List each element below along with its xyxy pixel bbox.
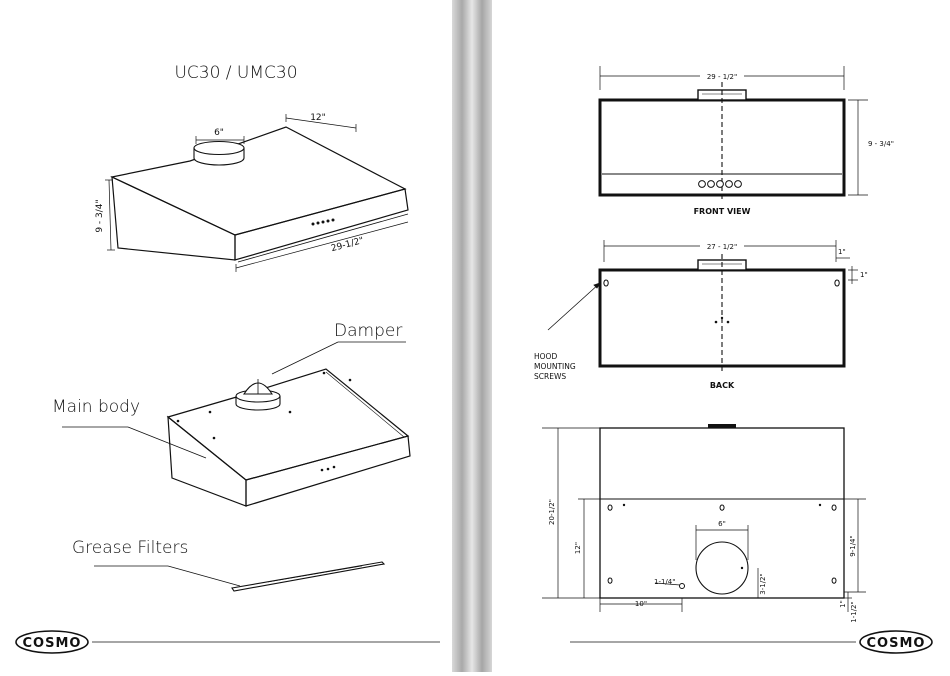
back-offset-top-dim: 1" [838,248,846,256]
hood-top-face [112,127,405,235]
bottom-inner-height-dim: 12" [574,542,582,554]
left-logo-text: COSMO [23,636,82,651]
iso-control-buttons [312,219,335,226]
screws-leader [548,283,600,330]
bottom-view-drawing [600,428,844,598]
front-width-dim: 29 - 1/2" [707,73,737,81]
hood-side-face [112,177,235,260]
book-spine [452,0,492,672]
iso-duct-collar [194,142,244,166]
hood-front-face [235,189,408,260]
model-title: UC30 / UMC30 [174,63,297,83]
iso-height-dim: 9 - 3/4" [95,199,105,232]
screws-note-line-3: SCREWS [534,372,566,381]
exploded-main-body [168,369,410,506]
back-view-drawing [600,254,844,374]
right-logo-text: COSMO [867,636,926,651]
front-height-dim: 9 - 3/4" [868,140,894,148]
front-view-dims [600,66,868,195]
bottom-duct-dim: 6" [718,520,726,528]
iso-duct-dim: 6" [214,128,224,138]
front-view-label: FRONT VIEW [694,207,751,216]
grease-filter-panel [232,562,384,591]
left-logo: COSMO [16,631,88,653]
screws-note-line-2: MOUNTING [534,362,576,371]
iso-depth-dim: 12" [310,113,326,123]
front-view-knobs [699,181,742,188]
callout-grease-filters: Grease Filters [72,538,188,558]
bottom-upper-height-dim: 9-1/4" [849,535,857,556]
back-width-dim: 27 - 1/2" [707,243,737,251]
screws-note-line-1: HOOD [534,352,557,361]
exploded-damper [236,379,280,410]
iso-width-dim: 29-1/2" [330,236,365,254]
bottom-duct-offset-dim: 3-1/2" [759,573,767,594]
callout-main-body: Main body [52,397,140,417]
right-logo: COSMO [860,631,932,653]
bottom-small-b-dim: 1-1/2" [850,601,858,622]
bottom-side-offset-dim: 10" [635,600,647,608]
back-offset-side-dim: 1" [860,271,868,279]
bottom-hole-dim: 1-1/4" [654,578,675,586]
bottom-small-a-dim: 1" [839,600,847,608]
bottom-view-dims [542,428,866,612]
callout-damper: Damper [334,321,402,341]
bottom-view-marks [623,424,821,569]
bottom-total-height-dim: 20-1/2" [548,499,556,525]
back-view-label: BACK [710,381,735,390]
